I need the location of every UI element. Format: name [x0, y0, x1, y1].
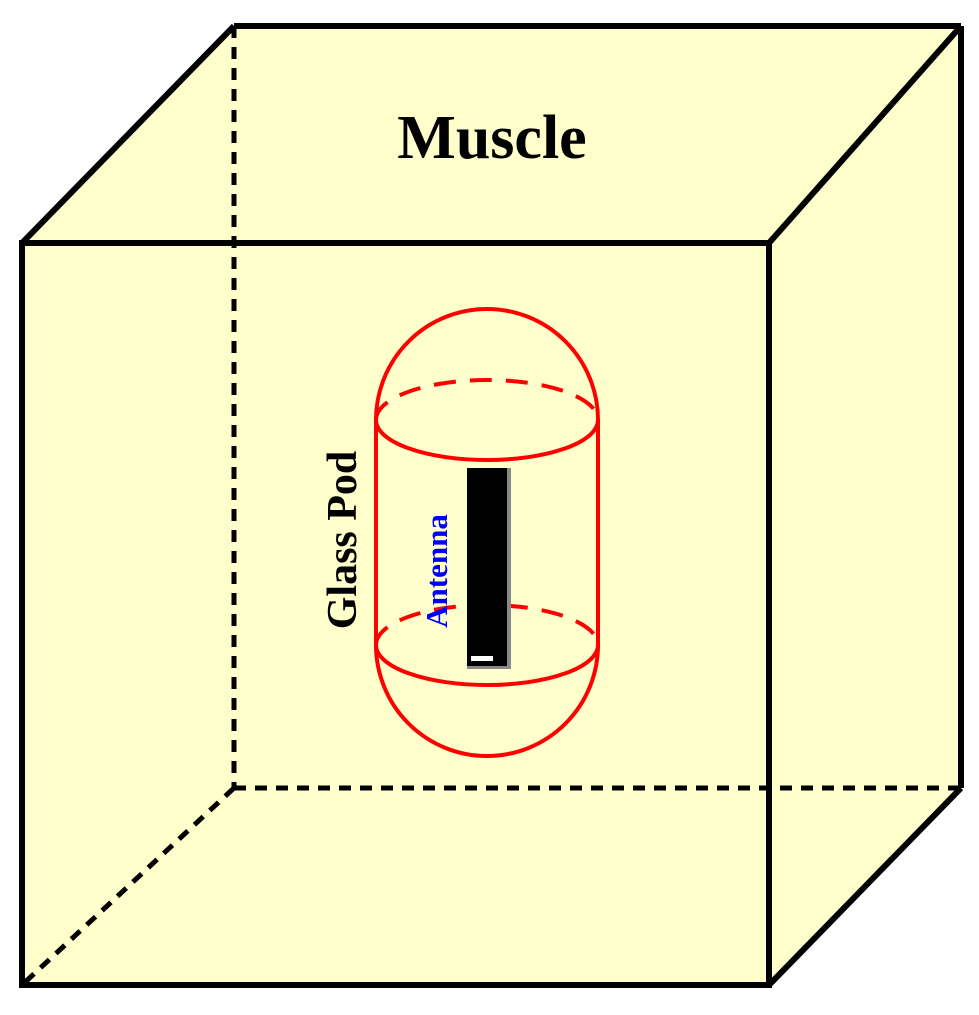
muscle-cube: [19, 23, 964, 988]
glass-pod-label: Glass Pod: [320, 451, 366, 630]
cube-visible-edges: [19, 23, 964, 988]
antenna: [467, 468, 511, 669]
front-face-outline: [19, 240, 772, 988]
antenna-body: [467, 468, 507, 666]
cube-top-face: [22, 26, 961, 243]
glass-pod-upper-ring-front: [374, 419, 600, 462]
cube-right-face: [769, 26, 961, 985]
cube-hidden-edges: [20, 26, 961, 987]
glass-pod-lower-ring-front: [374, 644, 600, 687]
edge-top-left-diagonal: [19, 23, 237, 246]
muscle-label: Muscle: [397, 104, 586, 172]
antenna-feed-gap: [471, 656, 493, 661]
edge-top-right-diagonal: [766, 24, 964, 245]
antenna-label: Antenna: [419, 514, 454, 628]
cube-front-face: [22, 243, 769, 985]
glass-pod-upper-ring-back: [374, 378, 600, 421]
edge-bottom-right-diagonal: [766, 785, 964, 988]
hidden-edge-diagonal: [20, 786, 236, 987]
